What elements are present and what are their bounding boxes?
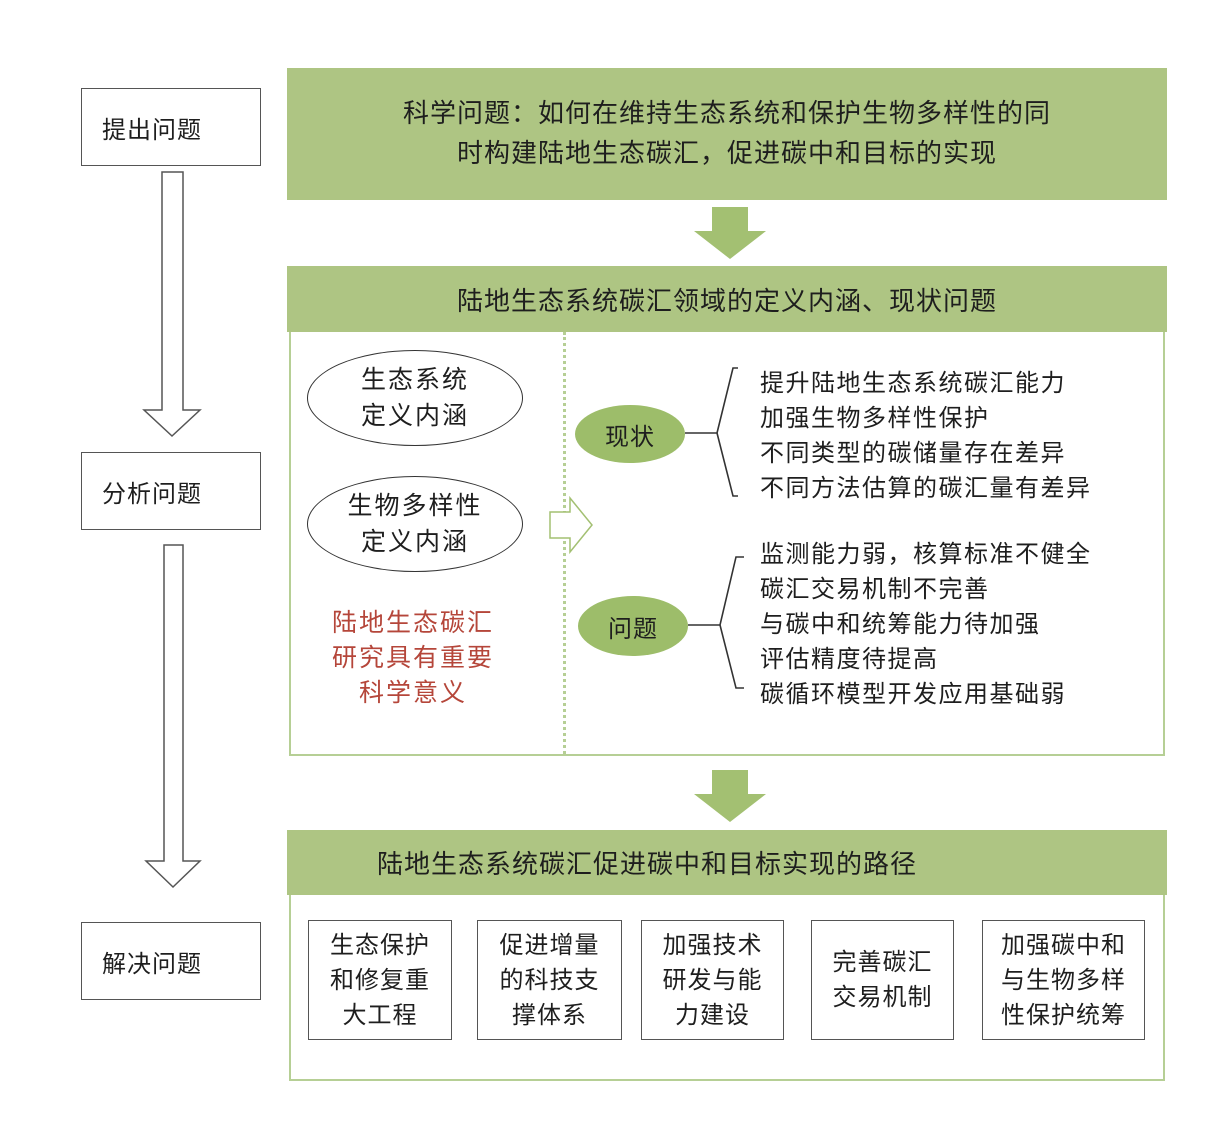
pathways-header: 陆地生态系统碳汇促进碳中和目标实现的路径: [287, 830, 1167, 895]
science-question-line: 科学问题：如何在维持生态系统和保护生物多样性的同: [402, 99, 1051, 129]
significance-line: 陆地生态碳汇: [331, 608, 494, 637]
pathway-line: 加强碳中和: [1001, 930, 1126, 959]
pathway-line: 交易机制: [832, 983, 933, 1011]
pathways-header-text: 陆地生态系统碳汇促进碳中和目标实现的路径: [377, 850, 918, 880]
status-item: 提升陆地生态系统碳汇能力: [760, 369, 1066, 397]
pathway-line: 大工程: [342, 1000, 418, 1029]
status-oval: 现状: [575, 405, 685, 463]
ellipse-line: 生物多样性: [347, 491, 483, 520]
problems-label: 问题: [608, 614, 658, 643]
pathway-line: 的科技支: [499, 965, 600, 994]
analysis-header: 陆地生态系统碳汇领域的定义内涵、现状问题: [287, 266, 1167, 332]
ellipse-line: 定义内涵: [360, 527, 469, 556]
analysis-header-text: 陆地生态系统碳汇领域的定义内涵、现状问题: [456, 286, 997, 317]
dotted-divider: [563, 332, 566, 754]
problem-item: 评估精度待提高: [760, 645, 939, 673]
ellipse-line: 定义内涵: [360, 401, 469, 430]
step-raise-question: 提出问题: [81, 88, 261, 166]
problem-item: 与碳中和统筹能力待加强: [760, 610, 1041, 638]
pathway-box-capacity-building: 加强技术 研发与能 力建设: [641, 920, 784, 1040]
problem-item: 碳循环模型开发应用基础弱: [760, 680, 1066, 708]
problem-item: 监测能力弱，核算标准不健全: [760, 540, 1092, 568]
pathway-line: 研发与能: [662, 965, 763, 994]
problems-bracket: [688, 556, 744, 689]
step-solve-question: 解决问题: [81, 922, 261, 1000]
status-label: 现状: [605, 422, 655, 451]
problems-oval: 问题: [578, 596, 688, 656]
pathway-line: 撑体系: [512, 1000, 587, 1029]
ellipse-line: 生态系统: [360, 365, 469, 394]
science-question-banner: 科学问题：如何在维持生态系统和保护生物多样性的同 时构建陆地生态碳汇，促进碳中和…: [287, 68, 1167, 200]
green-down-arrow-icon: [694, 770, 766, 822]
science-question-line: 时构建陆地生态碳汇，促进碳中和目标的实现: [456, 139, 997, 169]
pathway-box-tech-support: 促进增量 的科技支 撑体系: [477, 920, 622, 1040]
problem-item: 碳汇交易机制不完善: [760, 575, 990, 603]
hollow-right-arrow-icon: [549, 495, 593, 555]
pathway-line: 与生物多样: [1001, 965, 1126, 994]
pathway-line: 完善碳汇: [832, 948, 933, 976]
pathway-line: 加强技术: [662, 930, 763, 959]
status-item: 不同方法估算的碳汇量有差异: [760, 474, 1092, 502]
pathway-line: 和修复重: [330, 965, 430, 994]
biodiversity-definition-ellipse: 生物多样性 定义内涵: [307, 476, 523, 572]
problems-list: 监测能力弱，核算标准不健全 碳汇交易机制不完善 与碳中和统筹能力待加强 评估精度…: [760, 537, 1092, 712]
hollow-down-arrow-icon: [142, 171, 202, 438]
step-analyze-question: 分析问题: [81, 452, 261, 530]
hollow-down-arrow-icon: [144, 544, 202, 889]
status-list: 提升陆地生态系统碳汇能力 加强生物多样性保护 不同类型的碳储量存在差异 不同方法…: [760, 366, 1092, 506]
significance-text: 陆地生态碳汇 研究具有重要 科学意义: [300, 605, 526, 710]
significance-line: 研究具有重要: [331, 643, 494, 672]
status-item: 不同类型的碳储量存在差异: [760, 439, 1066, 467]
status-item: 加强生物多样性保护: [760, 404, 990, 432]
ecosystem-definition-ellipse: 生态系统 定义内涵: [307, 350, 523, 446]
pathway-box-coordination: 加强碳中和 与生物多样 性保护统筹: [982, 920, 1145, 1040]
pathway-box-carbon-trading: 完善碳汇 交易机制: [811, 920, 954, 1040]
pathway-line: 生态保护: [330, 930, 430, 959]
pathway-line: 性保护统筹: [1001, 1000, 1126, 1029]
step-label: 提出问题: [102, 115, 202, 144]
step-label: 分析问题: [102, 479, 202, 508]
pathway-line: 促进增量: [499, 930, 600, 959]
pathway-line: 力建设: [675, 1000, 750, 1029]
significance-line: 科学意义: [358, 678, 467, 707]
status-bracket: [685, 367, 738, 497]
pathway-box-ecological-restoration: 生态保护 和修复重 大工程: [308, 920, 452, 1040]
green-down-arrow-icon: [694, 207, 766, 259]
step-label: 解决问题: [102, 949, 202, 978]
